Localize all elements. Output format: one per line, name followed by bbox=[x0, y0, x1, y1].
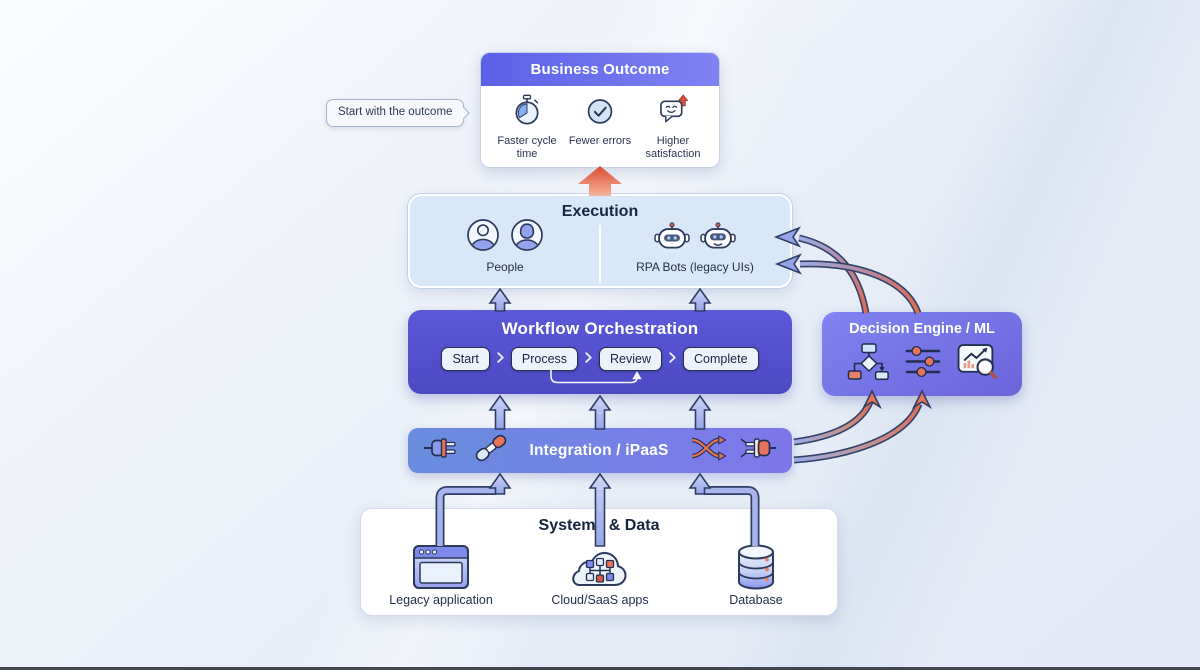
outcome-label: Faster cycle time bbox=[497, 135, 557, 160]
decision-engine-box: Decision Engine / ML bbox=[822, 312, 1022, 396]
systems-data-box: Systems & Data Legacy application bbox=[360, 508, 838, 616]
flowchart-icon bbox=[847, 342, 889, 385]
workflow-title: Workflow Orchestration bbox=[501, 319, 699, 338]
workflow-steps: Start Process Review Complete bbox=[408, 347, 792, 371]
shuffle-icon bbox=[690, 434, 727, 467]
database-icon bbox=[733, 542, 779, 592]
robot-icon bbox=[700, 222, 736, 257]
sliders-icon bbox=[905, 345, 941, 383]
execution-title: Execution bbox=[561, 203, 639, 220]
system-item-database: Database bbox=[681, 542, 831, 607]
decision-engine-title: Decision Engine / ML bbox=[849, 321, 995, 337]
arrows-integration-to-workflow bbox=[488, 394, 712, 430]
arrows-workflow-to-execution bbox=[488, 287, 712, 312]
system-item-cloud-saas: Cloud/SaaS apps bbox=[525, 542, 675, 607]
plug-icon bbox=[423, 436, 461, 465]
arrow-execution-to-outcome bbox=[578, 166, 622, 196]
integration-box: Integration / iPaaS bbox=[408, 428, 792, 473]
system-item-label: Cloud/SaaS apps bbox=[551, 593, 649, 607]
business-outcome-title: Business Outcome bbox=[481, 53, 719, 86]
execution-group-rpa-bots: RPA Bots (legacy UIs) bbox=[600, 222, 790, 274]
cloud-network-icon bbox=[567, 542, 633, 592]
workflow-step-review: Review bbox=[599, 347, 663, 371]
execution-group-people: People bbox=[410, 219, 600, 274]
person-icon bbox=[466, 218, 500, 257]
outcome-label: Higher satisfaction bbox=[645, 135, 701, 160]
divider bbox=[599, 225, 601, 283]
workflow-orchestration-box: Workflow Orchestration Start Process Rev… bbox=[408, 310, 792, 394]
system-item-label: Legacy application bbox=[389, 593, 493, 607]
outcome-item-fewer-errors: Fewer errors bbox=[564, 94, 636, 161]
workflow-step-complete: Complete bbox=[683, 347, 759, 371]
business-outcome-box: Business Outcome Faster cycle time bbox=[480, 52, 720, 168]
integration-title: Integration / iPaaS bbox=[529, 441, 669, 459]
chevron-right-icon bbox=[585, 350, 592, 368]
stopwatch-icon bbox=[512, 94, 542, 132]
systems-title: Systems & Data bbox=[538, 517, 660, 534]
execution-box: Execution bbox=[408, 194, 792, 288]
chat-arrow-up-icon bbox=[658, 94, 689, 132]
person-icon bbox=[510, 218, 544, 257]
arrows-decision-to-execution bbox=[773, 226, 922, 315]
execution-group-label: People bbox=[486, 260, 524, 274]
outcome-label: Fewer errors bbox=[568, 135, 632, 147]
chevron-right-icon bbox=[497, 350, 504, 368]
frame-bottom-edge bbox=[0, 667, 1200, 670]
outcome-item-higher-satisfaction: Higher satisfaction bbox=[637, 94, 709, 161]
review-loop-arrow bbox=[536, 370, 656, 393]
callout-start-with-outcome: Start with the outcome bbox=[326, 99, 465, 127]
workflow-step-start: Start bbox=[441, 347, 490, 371]
arrows-integration-to-decision bbox=[793, 389, 932, 464]
chart-magnifier-icon bbox=[957, 343, 998, 385]
system-item-label: Database bbox=[729, 593, 783, 607]
business-outcome-items: Faster cycle time Fewer errors bbox=[481, 86, 719, 161]
plug-spark-icon bbox=[739, 436, 777, 465]
chevron-right-icon bbox=[669, 350, 676, 368]
workflow-step-process: Process bbox=[510, 347, 579, 371]
robot-icon bbox=[654, 222, 690, 257]
execution-group-label: RPA Bots (legacy UIs) bbox=[636, 260, 754, 274]
linked-plugs-icon bbox=[474, 432, 508, 469]
browser-window-icon bbox=[412, 542, 470, 592]
system-item-legacy-application: Legacy application bbox=[366, 542, 516, 607]
outcome-item-faster-cycle-time: Faster cycle time bbox=[491, 94, 563, 161]
check-circle-icon bbox=[585, 94, 615, 132]
